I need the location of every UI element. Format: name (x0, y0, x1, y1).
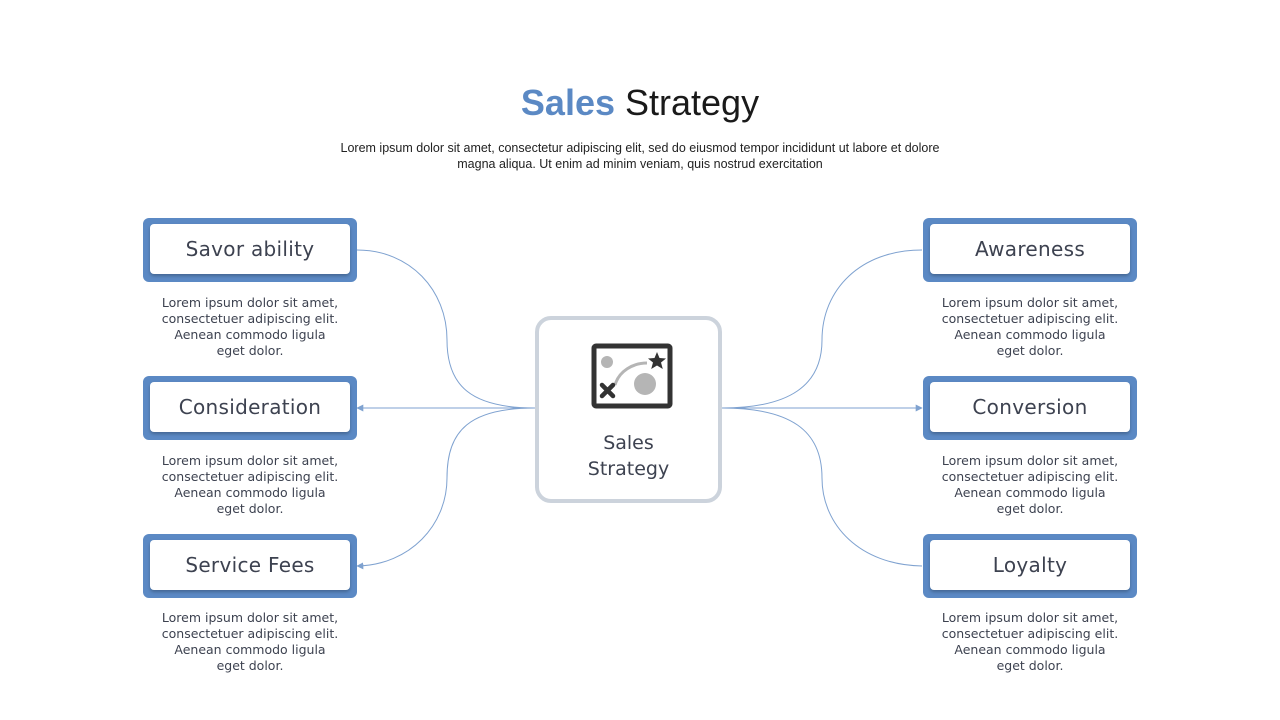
desc-line: Aenean commodo ligula (174, 642, 326, 657)
desc-line: consectetuer adipiscing elit. (161, 626, 339, 641)
center-label: Sales Strategy (539, 430, 718, 482)
connector-savor-ability (356, 249, 536, 409)
node-label: Conversion (930, 382, 1130, 432)
node-label: Awareness (930, 224, 1130, 274)
connector-awareness (721, 249, 923, 409)
desc-line: eget dolor. (996, 343, 1064, 358)
desc-line: Aenean commodo ligula (954, 485, 1106, 500)
node-label: Loyalty (930, 540, 1130, 590)
desc-line: consectetuer adipiscing elit. (941, 469, 1119, 484)
node-conversion: Conversion (923, 376, 1137, 440)
desc-line: Lorem ipsum dolor sit amet, (161, 610, 339, 625)
desc-line: eget dolor. (996, 501, 1064, 516)
subtitle-line-1: Lorem ipsum dolor sit amet, consectetur … (340, 141, 940, 155)
node-savor-ability: Savor ability (143, 218, 357, 282)
node-label: Consideration (150, 382, 350, 432)
desc-line: Lorem ipsum dolor sit amet, (941, 610, 1119, 625)
desc-line: consectetuer adipiscing elit. (161, 311, 339, 326)
node-description: Lorem ipsum dolor sit amet, consectetuer… (143, 295, 357, 359)
desc-line: eget dolor. (216, 343, 284, 358)
node-label: Service Fees (150, 540, 350, 590)
title-accent: Sales (520, 82, 615, 123)
page-subtitle: Lorem ipsum dolor sit amet, consectetur … (315, 140, 965, 172)
node-description: Lorem ipsum dolor sit amet, consectetuer… (143, 453, 357, 517)
desc-line: Aenean commodo ligula (174, 327, 326, 342)
node-label: Savor ability (150, 224, 350, 274)
title-rest: Strategy (625, 82, 760, 123)
center-node: Sales Strategy (535, 316, 722, 503)
desc-line: Lorem ipsum dolor sit amet, (161, 295, 339, 310)
desc-line: Aenean commodo ligula (954, 327, 1106, 342)
center-label-line-2: Strategy (587, 458, 670, 480)
desc-line: consectetuer adipiscing elit. (941, 626, 1119, 641)
node-description: Lorem ipsum dolor sit amet, consectetuer… (923, 610, 1137, 674)
node-description: Lorem ipsum dolor sit amet, consectetuer… (923, 295, 1137, 359)
node-description: Lorem ipsum dolor sit amet, consectetuer… (143, 610, 357, 674)
desc-line: eget dolor. (216, 501, 284, 516)
subtitle-line-2: magna aliqua. Ut enim ad minim veniam, q… (457, 157, 823, 171)
desc-line: Lorem ipsum dolor sit amet, (941, 295, 1119, 310)
desc-line: Lorem ipsum dolor sit amet, (161, 453, 339, 468)
desc-line: consectetuer adipiscing elit. (161, 469, 339, 484)
node-loyalty: Loyalty (923, 534, 1137, 598)
page-title: Sales Strategy (0, 82, 1280, 124)
desc-line: Aenean commodo ligula (174, 485, 326, 500)
connector-loyalty (721, 407, 923, 567)
node-awareness: Awareness (923, 218, 1137, 282)
strategy-board-icon (591, 343, 673, 409)
center-label-line-1: Sales (603, 432, 654, 454)
connector-service-fees (356, 407, 536, 570)
desc-line: eget dolor. (216, 658, 284, 673)
node-consideration: Consideration (143, 376, 357, 440)
desc-line: Lorem ipsum dolor sit amet, (941, 453, 1119, 468)
desc-line: Aenean commodo ligula (954, 642, 1106, 657)
desc-line: eget dolor. (996, 658, 1064, 673)
desc-line: consectetuer adipiscing elit. (941, 311, 1119, 326)
node-description: Lorem ipsum dolor sit amet, consectetuer… (923, 453, 1137, 517)
node-service-fees: Service Fees (143, 534, 357, 598)
